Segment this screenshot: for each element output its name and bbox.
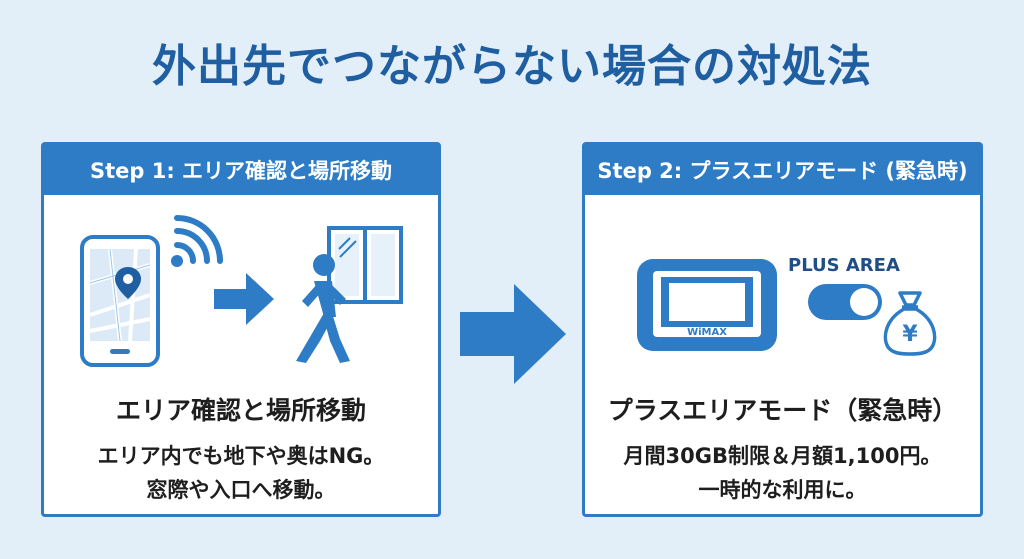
wifi-signal-icon: [171, 215, 223, 267]
window-icon: [327, 226, 403, 304]
toggle-switch-icon[interactable]: [807, 283, 883, 321]
page-title: 外出先でつながらない場合の対処法: [152, 41, 872, 92]
money-bag-icon: ¥: [883, 291, 937, 356]
big-arrow-right-icon: [460, 284, 566, 384]
arrow-right-icon: [214, 273, 274, 325]
step1-body-line: エリア内でも地下や奥はNG。: [97, 444, 385, 468]
plus-area-label: PLUS AREA: [788, 255, 900, 276]
step1-body: エリア内でも地下や奥はNG。 窓際や入口へ移動。: [44, 439, 438, 507]
yen-symbol: ¥: [902, 322, 918, 347]
step1-card: Step 1: エリア確認と場所移動 エリア確認と場所: [41, 142, 441, 517]
step2-body-line: 月間30GB制限＆月額1,100円。: [623, 444, 942, 468]
step1-heading: エリア確認と場所移動: [115, 396, 366, 425]
walking-person-icon: [296, 254, 350, 363]
step2-heading: プラスエリアモード（緊急時）: [607, 396, 958, 425]
step1-header: Step 1: エリア確認と場所移動: [44, 145, 438, 195]
wimax-label: WiMAX: [687, 327, 727, 338]
step2-body-line: 一時的な利用に。: [698, 478, 867, 502]
step2-card: Step 2: プラスエリアモード (緊急時) WiMAX PLUS AREA …: [582, 142, 983, 517]
smartphone-map-icon: [80, 235, 160, 367]
wimax-router-icon: WiMAX: [637, 259, 777, 351]
step1-body-line: 窓際や入口へ移動。: [146, 478, 336, 502]
step2-header: Step 2: プラスエリアモード (緊急時): [585, 145, 980, 195]
step2-body: 月間30GB制限＆月額1,100円。 一時的な利用に。: [585, 439, 980, 507]
